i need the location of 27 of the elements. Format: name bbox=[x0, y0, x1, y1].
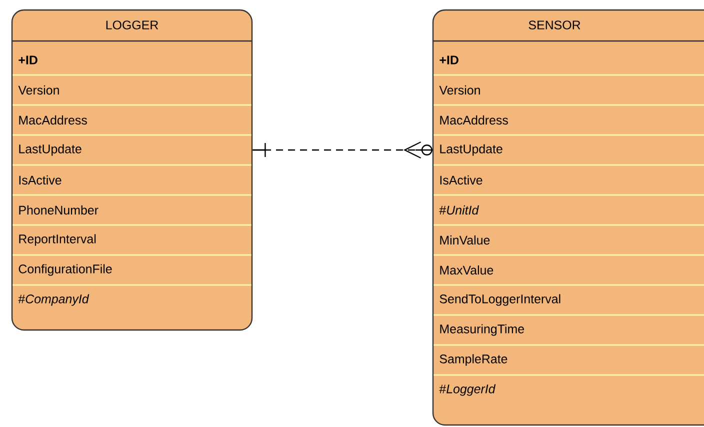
attribute: LastUpdate bbox=[440, 144, 502, 156]
entity-name: LOGGER bbox=[106, 20, 158, 30]
attribute: Version bbox=[439, 85, 480, 95]
attribute: ConfigurationFile bbox=[18, 264, 112, 276]
attribute: IsActive bbox=[19, 175, 62, 185]
attribute: PhoneNumber bbox=[19, 205, 98, 215]
attribute: SendToLoggerInterval bbox=[440, 294, 560, 306]
entity-name: SENSOR bbox=[528, 20, 580, 30]
entity-table bbox=[432, 9, 704, 426]
attribute: LastUpdate bbox=[19, 144, 82, 156]
attribute: MeasuringTime bbox=[440, 324, 524, 336]
attribute: +ID bbox=[18, 56, 38, 64]
attribute: ReportInterval bbox=[19, 234, 96, 246]
attribute: #LoggerId bbox=[439, 384, 496, 396]
attribute: MaxValue bbox=[440, 265, 494, 275]
attribute: MinValue bbox=[440, 235, 490, 245]
attribute: #UnitId bbox=[439, 205, 479, 215]
attribute: #CompanyId bbox=[18, 294, 90, 306]
crows-foot bbox=[415, 149, 432, 151]
attribute: IsActive bbox=[440, 175, 482, 185]
attribute: MacAddress bbox=[19, 115, 87, 125]
attribute: Version bbox=[18, 85, 59, 95]
attribute: SampleRate bbox=[440, 354, 508, 366]
entity-table bbox=[11, 9, 253, 331]
attribute: +ID bbox=[440, 56, 458, 64]
attribute: MacAddress bbox=[440, 115, 508, 125]
relationship-line bbox=[252, 141, 432, 159]
